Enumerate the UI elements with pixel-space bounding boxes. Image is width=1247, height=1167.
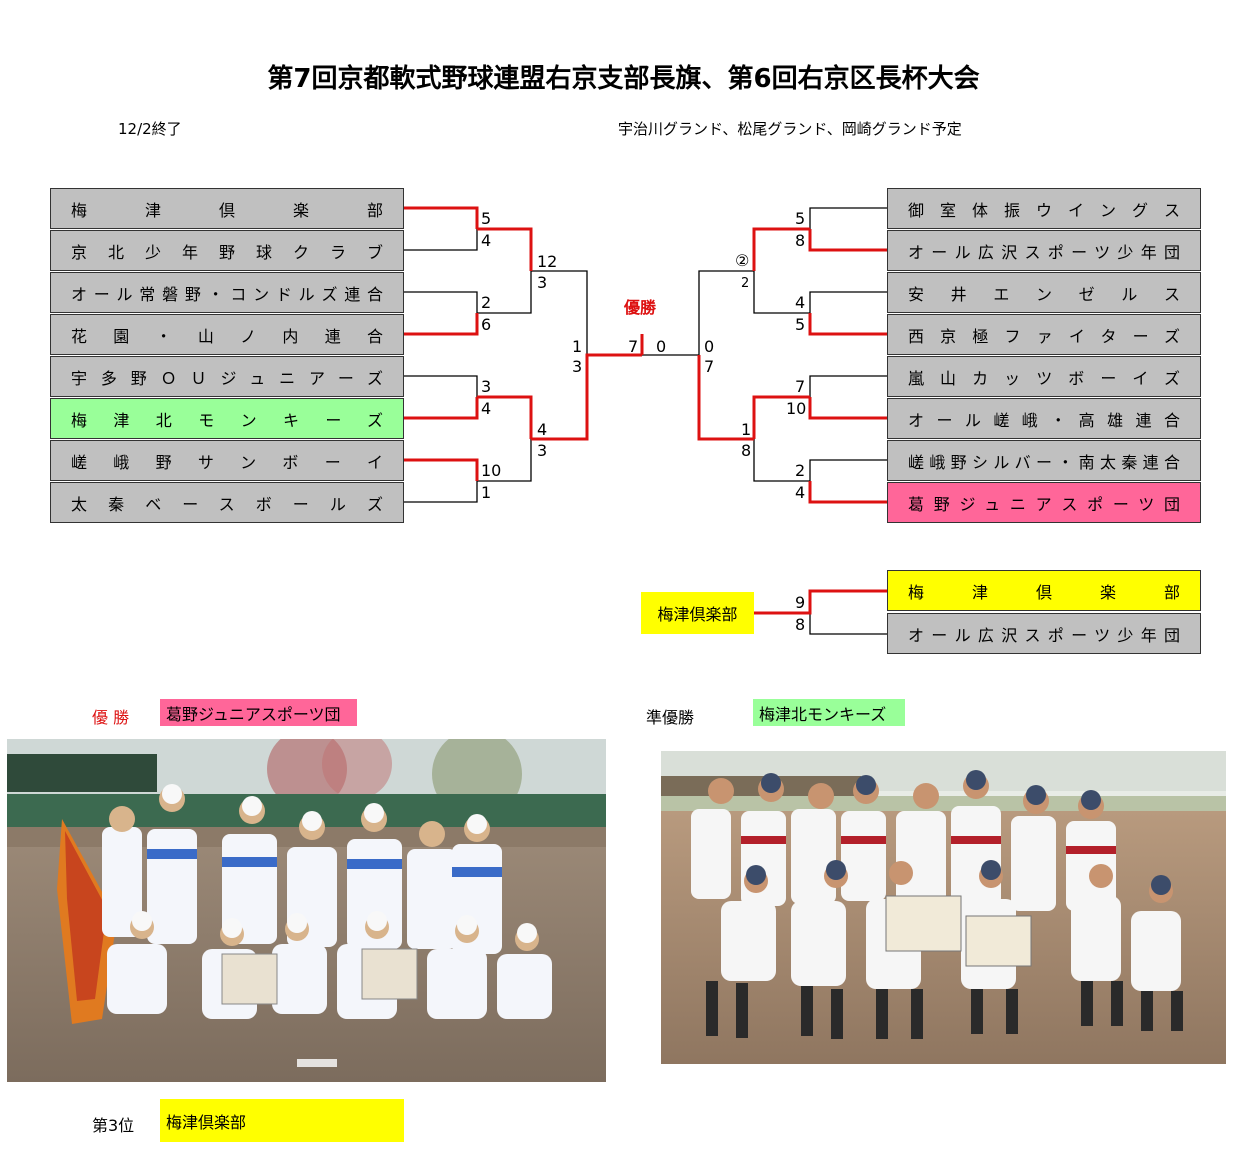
venues-text: 宇治川グランド、松尾グランド、岡崎グランド予定 — [618, 120, 962, 138]
left-team-3: オール常磐野・コンドルズ連合 — [50, 272, 404, 313]
left-team-4: 花園・山ノ内連合 — [50, 314, 404, 355]
right-r1-score-5: 7 — [795, 377, 806, 396]
third-place-team-1: 梅津倶楽部 — [887, 570, 1201, 611]
left-r1-score-7: 10 — [481, 461, 502, 480]
right-team-7: 嵯峨野シルバー・南太秦連合 — [887, 440, 1201, 481]
third-place-team-2: オール広沢スポーツ少年団 — [887, 613, 1201, 654]
final-score-left: 7 — [628, 337, 639, 356]
results-champion-label: 優 勝 — [92, 708, 130, 727]
results-runner-up-label: 準優勝 — [646, 708, 695, 727]
left-r2-score-3: 4 — [537, 420, 548, 439]
left-r1-score-1: 5 — [481, 209, 492, 228]
right-r1-score-2: 8 — [795, 231, 806, 250]
left-team-8: 太秦ベースボールズ — [50, 482, 404, 523]
right-r1-score-6: 10 — [786, 399, 807, 418]
left-r2-score-4: 3 — [537, 441, 548, 460]
right-r1-score-1: 5 — [795, 209, 806, 228]
left-r2-score-2: 3 — [537, 273, 548, 292]
right-r1-score-4: 5 — [795, 315, 806, 334]
left-r1-score-5: 3 — [481, 377, 492, 396]
right-r1-score-3: 4 — [795, 293, 806, 312]
right-team-5: 嵐山カッツボーイズ — [887, 356, 1201, 397]
left-team-5: 宇多野ＯＵジュニアーズ — [50, 356, 404, 397]
right-team-1: 御室体振ウイングス — [887, 188, 1201, 229]
right-r2-score-2: 2 — [741, 276, 750, 291]
left-semi-score-2: 3 — [572, 357, 583, 376]
right-team-4: 西京極ファイターズ — [887, 314, 1201, 355]
right-semi-score-1: 0 — [704, 337, 715, 356]
right-team-3: 安井エンゼルス — [887, 272, 1201, 313]
results-third-label: 第3位 — [92, 1116, 135, 1135]
left-r1-score-8: 1 — [481, 483, 492, 502]
right-team-6: オール嵯峨・高雄連合 — [887, 398, 1201, 439]
right-r1-score-8: 4 — [795, 483, 806, 502]
left-r2-score-1: 12 — [537, 252, 558, 271]
third-place-winner: 梅津倶楽部 — [641, 592, 754, 634]
left-r1-score-2: 4 — [481, 231, 492, 250]
left-semi-score-1: 1 — [572, 337, 583, 356]
right-r2-score-1: ② — [735, 251, 750, 270]
third-score-2: 8 — [795, 615, 806, 634]
left-r1-score-3: 2 — [481, 293, 492, 312]
right-team-8: 葛野ジュニアスポーツ団 — [887, 482, 1201, 523]
left-team-6: 梅津北モンキーズ — [50, 398, 404, 439]
results-champion: 葛野ジュニアスポーツ団 — [160, 699, 357, 726]
third-score-1: 9 — [795, 593, 806, 612]
page-title: 第7回京都軟式野球連盟右京支部長旗、第6回右京区長杯大会 — [267, 64, 980, 94]
champion-label: 優勝 — [624, 298, 657, 317]
left-r1-score-6: 4 — [481, 399, 492, 418]
right-r2-score-4: 8 — [741, 441, 752, 460]
results-third: 梅津倶楽部 — [160, 1099, 404, 1142]
left-team-7: 嵯峨野サンボーイ — [50, 440, 404, 481]
runner-up-team-photo — [661, 751, 1226, 1064]
results-runner-up: 梅津北モンキーズ — [753, 699, 905, 726]
left-r1-score-4: 6 — [481, 315, 492, 334]
right-team-2: オール広沢スポーツ少年団 — [887, 230, 1201, 271]
right-r2-score-3: 1 — [741, 420, 752, 439]
left-team-1: 梅津倶楽部 — [50, 188, 404, 229]
champion-team-photo — [7, 739, 606, 1082]
status-text: 12/2終了 — [118, 120, 182, 138]
right-r1-score-7: 2 — [795, 461, 806, 480]
right-semi-score-2: 7 — [704, 357, 715, 376]
final-score-right: 0 — [656, 337, 667, 356]
left-team-2: 京北少年野球クラブ — [50, 230, 404, 271]
